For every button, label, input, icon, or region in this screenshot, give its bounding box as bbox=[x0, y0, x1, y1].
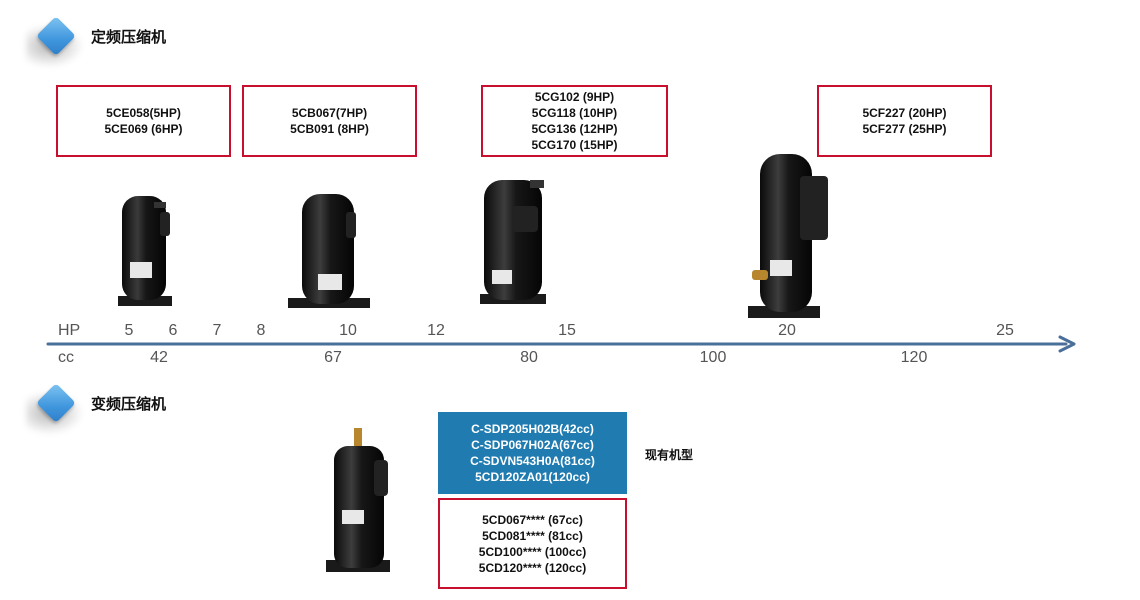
compressor-5ce-image bbox=[118, 196, 172, 306]
compressor-5cb-image bbox=[288, 194, 370, 308]
existing-models-label: 现有机型 bbox=[645, 448, 694, 462]
section-title-fixed: 定频压缩机 bbox=[91, 29, 167, 46]
hp-tick: 15 bbox=[558, 322, 576, 339]
model-box-5cg: 5CG102 (9HP) 5CG118 (10HP) 5CG136 (12HP)… bbox=[481, 85, 668, 157]
section-title-variable: 变频压缩机 bbox=[91, 396, 167, 413]
model-line: 5CF277 (25HP) bbox=[862, 122, 947, 136]
model-box-5cb: 5CB067(7HP) 5CB091 (8HP) bbox=[242, 85, 417, 157]
hp-tick: 25 bbox=[996, 322, 1014, 339]
cc-tick: 42 bbox=[150, 349, 168, 366]
hp-tick: 7 bbox=[212, 322, 222, 339]
model-box-5cf: 5CF227 (20HP) 5CF277 (25HP) bbox=[817, 85, 992, 157]
model-line: 5CD081**** (81cc) bbox=[482, 528, 583, 543]
model-line: 5CB091 (8HP) bbox=[290, 122, 369, 136]
cc-tick: 100 bbox=[699, 349, 727, 366]
model-line: 5CG170 (15HP) bbox=[531, 138, 618, 152]
model-line: 5CD120ZA01(120cc) bbox=[475, 470, 590, 484]
hp-axis-label: HP bbox=[58, 322, 81, 339]
cc-tick: 120 bbox=[900, 349, 928, 366]
compressor-5cg-image bbox=[480, 180, 546, 304]
axis-arrow bbox=[46, 335, 1076, 353]
hp-tick: 12 bbox=[427, 322, 445, 339]
model-line: 5CG118 (10HP) bbox=[531, 106, 618, 120]
model-line: 5CD120**** (120cc) bbox=[478, 560, 587, 575]
model-line: 5CG136 (12HP) bbox=[531, 122, 618, 136]
model-line: C-SDVN543H0A(81cc) bbox=[470, 454, 595, 468]
cc-axis-label: cc bbox=[58, 349, 74, 366]
model-line: 5CD100**** (100cc) bbox=[478, 544, 587, 559]
model-line: 5CG102 (9HP) bbox=[534, 90, 615, 104]
hp-tick: 10 bbox=[339, 322, 357, 339]
hp-tick: 20 bbox=[778, 322, 796, 339]
model-line: 5CE058(5HP) bbox=[106, 106, 181, 120]
hp-tick: 8 bbox=[256, 322, 266, 339]
hp-tick: 5 bbox=[124, 322, 134, 339]
model-line: 5CD067**** (67cc) bbox=[482, 512, 583, 527]
existing-models-box: C-SDP205H02B(42cc) C-SDP067H02A(67cc) C-… bbox=[438, 412, 627, 494]
cc-tick: 67 bbox=[324, 349, 342, 366]
model-line: 5CF227 (20HP) bbox=[862, 106, 947, 120]
axis-arrowhead bbox=[1058, 335, 1076, 353]
cc-tick: 80 bbox=[520, 349, 538, 366]
hp-tick: 6 bbox=[168, 322, 178, 339]
new-models-box: 5CD067**** (67cc) 5CD081**** (81cc) 5CD1… bbox=[438, 498, 627, 589]
model-box-5ce: 5CE058(5HP) 5CE069 (6HP) bbox=[56, 85, 231, 157]
model-line: C-SDP067H02A(67cc) bbox=[471, 438, 594, 452]
model-line: 5CB067(7HP) bbox=[291, 106, 368, 120]
compressor-5cf-image bbox=[748, 154, 828, 318]
model-line: C-SDP205H02B(42cc) bbox=[471, 422, 594, 436]
compressor-inverter-image bbox=[326, 428, 390, 572]
model-line: 5CE069 (6HP) bbox=[104, 122, 183, 136]
